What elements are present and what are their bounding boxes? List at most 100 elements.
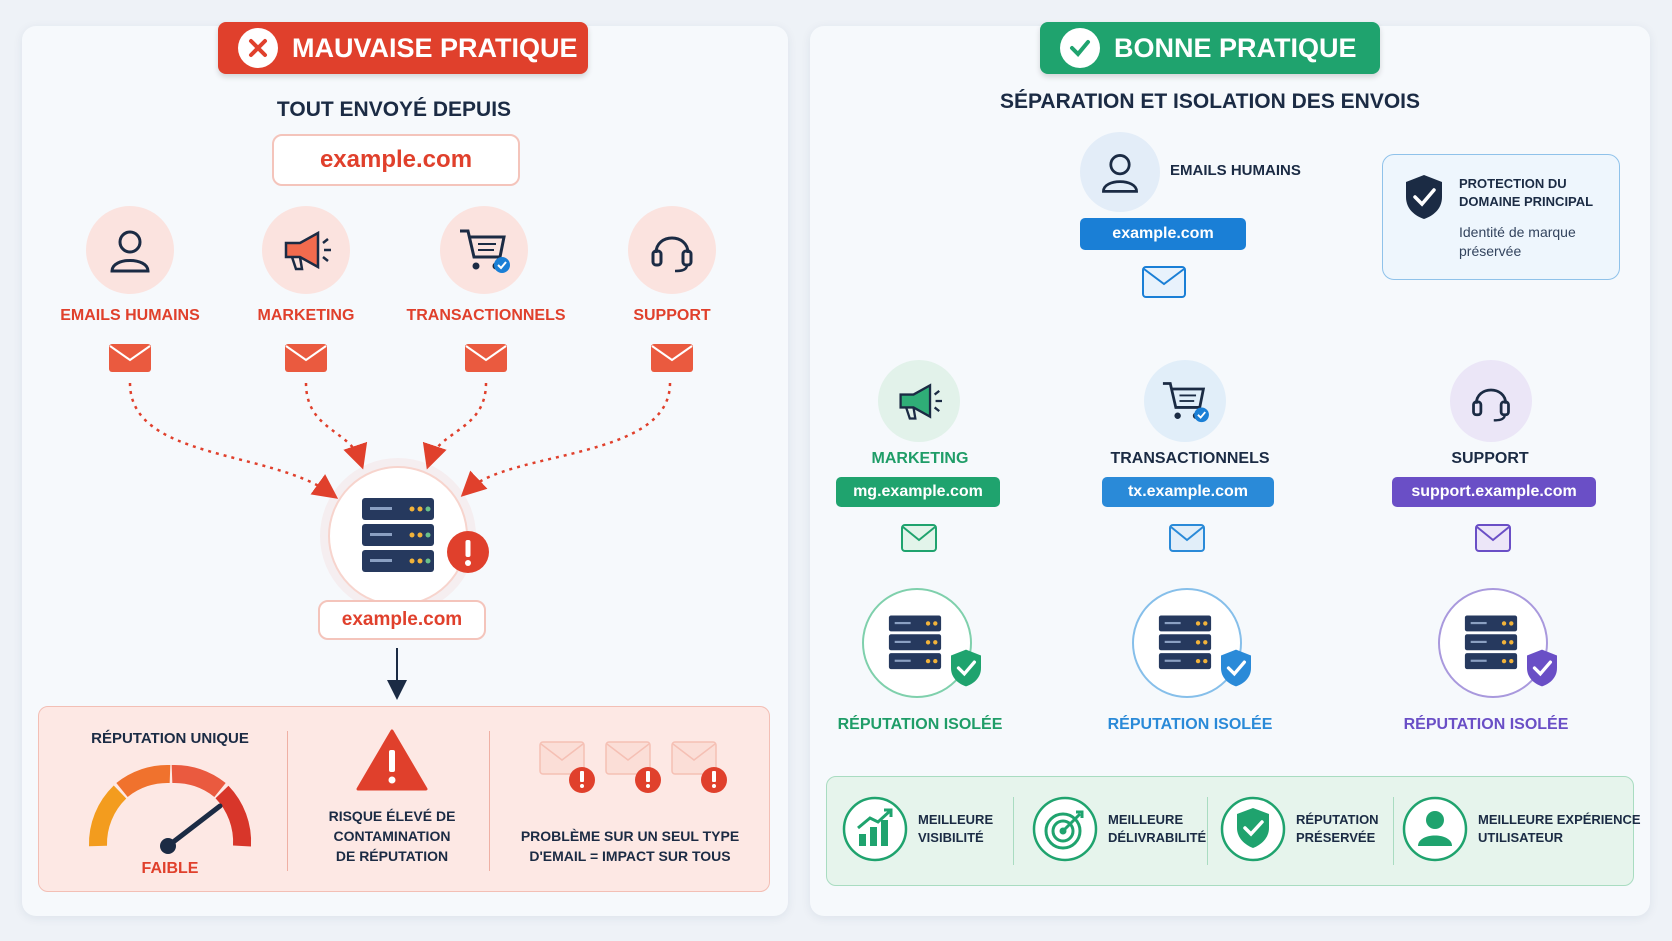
support-domain-pill: support.example.com bbox=[1392, 477, 1596, 507]
cart-icon bbox=[460, 229, 510, 273]
marketing-icon-circle bbox=[262, 206, 350, 294]
headset-icon bbox=[651, 236, 693, 273]
shield-icon bbox=[1527, 649, 1557, 687]
benefit-reputation-text: RÉPUTATION PRÉSERVÉE bbox=[1296, 811, 1379, 847]
divider bbox=[287, 731, 288, 871]
status-support: RÉPUTATION ISOLÉE bbox=[1403, 716, 1569, 733]
envelope-icon bbox=[1169, 524, 1205, 552]
divider bbox=[489, 731, 490, 871]
target-icon bbox=[1032, 796, 1098, 862]
benefit-line: MEILLEURE EXPÉRIENCE bbox=[1478, 812, 1641, 827]
human-emails-icon-circle bbox=[1080, 132, 1160, 212]
benefit-line: RÉPUTATION bbox=[1296, 812, 1379, 827]
problem-line: D'EMAIL = IMPACT SUR TOUS bbox=[529, 848, 731, 864]
shield-icon bbox=[1406, 175, 1442, 219]
single-reputation-title: RÉPUTATION UNIQUE bbox=[91, 730, 249, 747]
transactional-server bbox=[1132, 588, 1242, 698]
benefit-user-experience: MEILLEURE EXPÉRIENCE UTILISATEUR bbox=[1402, 796, 1641, 862]
marketing-icon-circle bbox=[878, 360, 960, 442]
marketing-server bbox=[862, 588, 972, 698]
status-transactional: RÉPUTATION ISOLÉE bbox=[1107, 716, 1273, 733]
divider bbox=[1013, 797, 1014, 865]
server-icon bbox=[1464, 615, 1518, 670]
user-icon bbox=[110, 230, 150, 273]
risk-text: RISQUE ÉLEVÉ DE CONTAMINATION DE RÉPUTAT… bbox=[300, 806, 484, 866]
stream-label-support: SUPPORT bbox=[1451, 450, 1529, 467]
risk-line: CONTAMINATION bbox=[333, 828, 451, 844]
stream-label-transactional: TRANSACTIONNELS bbox=[1110, 450, 1270, 467]
status-marketing: RÉPUTATION ISOLÉE bbox=[837, 716, 1003, 733]
risk-line: DE RÉPUTATION bbox=[335, 848, 449, 864]
user-badge-icon bbox=[1402, 796, 1468, 862]
envelope-icon bbox=[901, 524, 937, 552]
divider bbox=[1207, 797, 1208, 865]
shield-icon bbox=[1221, 649, 1251, 687]
protection-title-line: PROTECTION DU bbox=[1459, 176, 1567, 191]
envelope-icon bbox=[1475, 524, 1511, 552]
benefit-user-experience-text: MEILLEURE EXPÉRIENCE UTILISATEUR bbox=[1478, 811, 1641, 847]
right-heading: SÉPARATION ET ISOLATION DES ENVOIS bbox=[999, 90, 1421, 113]
check-icon bbox=[1060, 28, 1100, 68]
bad-practice-label: MAUVAISE PRATIQUE bbox=[292, 32, 578, 63]
support-icon-circle bbox=[1450, 360, 1532, 442]
left-heading: TOUT ENVOYÉ DEPUIS bbox=[276, 98, 512, 121]
transactional-domain-pill: tx.example.com bbox=[1102, 477, 1274, 507]
envelope-icon bbox=[651, 344, 693, 372]
benefit-line: MEILLEURE bbox=[1108, 812, 1184, 827]
shared-domain-box: example.com bbox=[272, 134, 520, 186]
problem-line: PROBLÈME SUR UN SEUL TYPE bbox=[520, 828, 740, 844]
transactional-icon-circle bbox=[1144, 360, 1226, 442]
protection-title: PROTECTION DU DOMAINE PRINCIPAL bbox=[1459, 175, 1619, 211]
human-emails-label: EMAILS HUMAINS bbox=[1170, 162, 1301, 179]
divider bbox=[1393, 797, 1394, 865]
gauge-icon bbox=[88, 764, 252, 854]
megaphone-icon bbox=[284, 230, 331, 271]
protection-box: PROTECTION DU DOMAINE PRINCIPAL Identité… bbox=[1382, 154, 1620, 280]
protection-title-line: DOMAINE PRINCIPAL bbox=[1459, 194, 1594, 209]
support-icon-circle bbox=[628, 206, 716, 294]
benefit-line: PRÉSERVÉE bbox=[1296, 830, 1376, 845]
server-icon bbox=[888, 615, 942, 670]
bad-practice-badge: MAUVAISE PRATIQUE bbox=[218, 22, 588, 74]
warning-icon bbox=[447, 531, 489, 573]
risk-line: RISQUE ÉLEVÉ DE bbox=[328, 808, 456, 824]
shield-icon bbox=[951, 649, 981, 687]
support-server bbox=[1438, 588, 1548, 698]
failed-emails-illustration bbox=[539, 741, 727, 793]
server-icon bbox=[362, 498, 434, 572]
envelope-icon bbox=[109, 344, 151, 372]
envelope-icon bbox=[1142, 266, 1186, 298]
envelope-icon bbox=[465, 344, 507, 372]
benefit-deliverability: MEILLEURE DÉLIVRABILITÉ bbox=[1032, 796, 1206, 862]
gauge-label: FAIBLE bbox=[141, 860, 199, 877]
benefit-reputation: RÉPUTATION PRÉSERVÉE bbox=[1220, 796, 1379, 862]
good-practice-badge: BONNE PRATIQUE bbox=[1040, 22, 1380, 74]
protection-desc-line: Identité de marque bbox=[1459, 224, 1576, 240]
marketing-domain-pill: mg.example.com bbox=[836, 477, 1000, 507]
benefit-deliverability-text: MEILLEURE DÉLIVRABILITÉ bbox=[1108, 811, 1206, 847]
stream-label-marketing: MARKETING bbox=[871, 450, 969, 467]
human-emails-icon-circle bbox=[86, 206, 174, 294]
headset-icon bbox=[1472, 388, 1510, 422]
benefit-line: MEILLEURE bbox=[918, 812, 994, 827]
problem-text: PROBLÈME SUR UN SEUL TYPE D'EMAIL = IMPA… bbox=[510, 826, 750, 866]
protection-desc: Identité de marque préservée bbox=[1459, 223, 1619, 261]
main-domain-pill: example.com bbox=[1080, 218, 1246, 250]
warning-icon bbox=[356, 729, 428, 791]
transactional-icon-circle bbox=[440, 206, 528, 294]
envelope-icon bbox=[285, 344, 327, 372]
benefit-line: DÉLIVRABILITÉ bbox=[1108, 830, 1207, 845]
megaphone-icon bbox=[899, 383, 942, 420]
user-icon bbox=[1102, 154, 1138, 193]
protection-desc-line: préservée bbox=[1459, 243, 1522, 259]
chart-growth-icon bbox=[842, 796, 908, 862]
category-label-marketing: MARKETING bbox=[257, 307, 355, 324]
benefit-line: UTILISATEUR bbox=[1478, 830, 1563, 845]
shield-icon bbox=[1220, 796, 1286, 862]
bad-consequences-box bbox=[38, 706, 770, 892]
cart-icon bbox=[1162, 382, 1209, 423]
category-label-human: EMAILS HUMAINS bbox=[60, 307, 200, 324]
server-icon bbox=[1158, 615, 1212, 670]
